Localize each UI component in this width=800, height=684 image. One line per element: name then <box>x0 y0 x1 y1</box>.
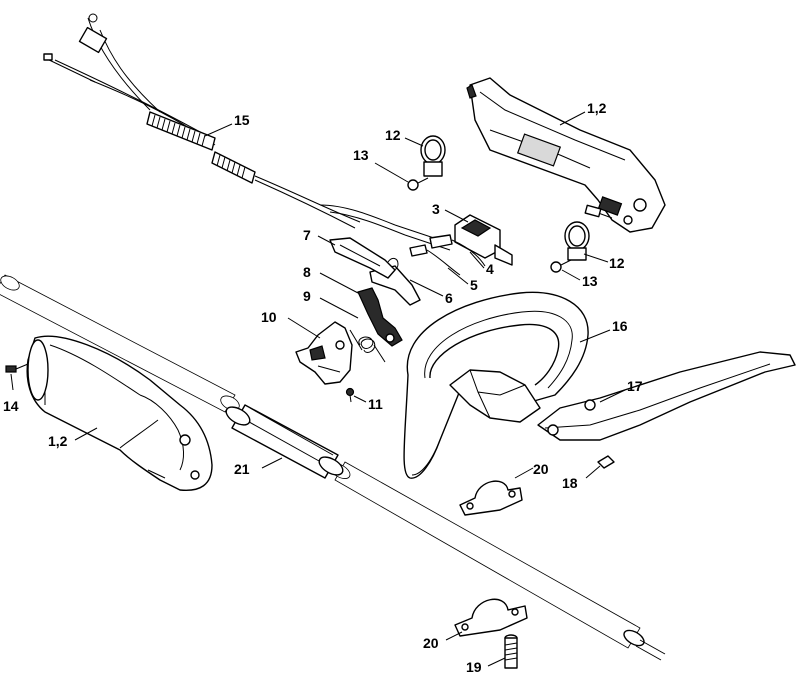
square-nut <box>597 455 615 469</box>
callout-19: 19 <box>466 659 482 675</box>
callout-20-upper: 20 <box>533 461 549 477</box>
callout-13-upper: 13 <box>353 147 369 163</box>
callout-12-right: 12 <box>609 255 625 271</box>
hose-clamp-right <box>564 221 590 261</box>
loop-handle <box>403 291 589 479</box>
trigger-screw <box>345 387 355 403</box>
throttle-lever <box>357 287 403 347</box>
housing-screw <box>5 363 29 373</box>
handle-housing-lower <box>26 335 213 492</box>
callout-5: 5 <box>470 277 478 293</box>
throttle-trigger-lockout <box>329 237 396 279</box>
callout-6: 6 <box>445 290 453 306</box>
callout-11: 11 <box>368 396 383 412</box>
callout-15: 15 <box>234 112 250 128</box>
clamp-screw-upper <box>407 177 429 191</box>
handle-clamp-upper <box>459 480 523 516</box>
handle-clamp-lower <box>454 598 528 637</box>
stop-switch <box>454 214 513 266</box>
handle-housing-upper <box>466 77 666 233</box>
torsion-spring <box>349 329 386 363</box>
callout-17: 17 <box>627 378 643 394</box>
clamp-screw-right <box>550 259 572 273</box>
callout-16: 16 <box>612 318 628 334</box>
callout-1-2-lower: 1,2 <box>48 433 68 449</box>
barrier-bar <box>537 351 796 441</box>
callout-13-right: 13 <box>582 273 598 289</box>
callout-18: 18 <box>562 475 578 491</box>
callout-12-upper: 12 <box>385 127 401 143</box>
callout-4: 4 <box>486 261 494 277</box>
callout-1-2-upper: 1,2 <box>587 100 607 116</box>
callout-8: 8 <box>303 264 311 280</box>
callout-10: 10 <box>261 309 277 325</box>
callout-9: 9 <box>303 288 311 304</box>
shaft-damping-sleeve <box>225 404 344 479</box>
short-circuit-wire <box>409 244 461 276</box>
throttle-trigger <box>295 321 353 385</box>
callout-7: 7 <box>303 227 311 243</box>
callout-20-lower: 20 <box>423 635 439 651</box>
throttle-cable-harness <box>43 13 451 251</box>
callout-3: 3 <box>432 201 440 217</box>
clamp-bolt <box>504 634 518 669</box>
hose-clamp-upper <box>420 135 446 177</box>
drive-tube-upper <box>0 274 240 413</box>
callout-21: 21 <box>234 461 250 477</box>
ground-wire-connector <box>429 234 486 267</box>
callout-14: 14 <box>3 398 19 414</box>
